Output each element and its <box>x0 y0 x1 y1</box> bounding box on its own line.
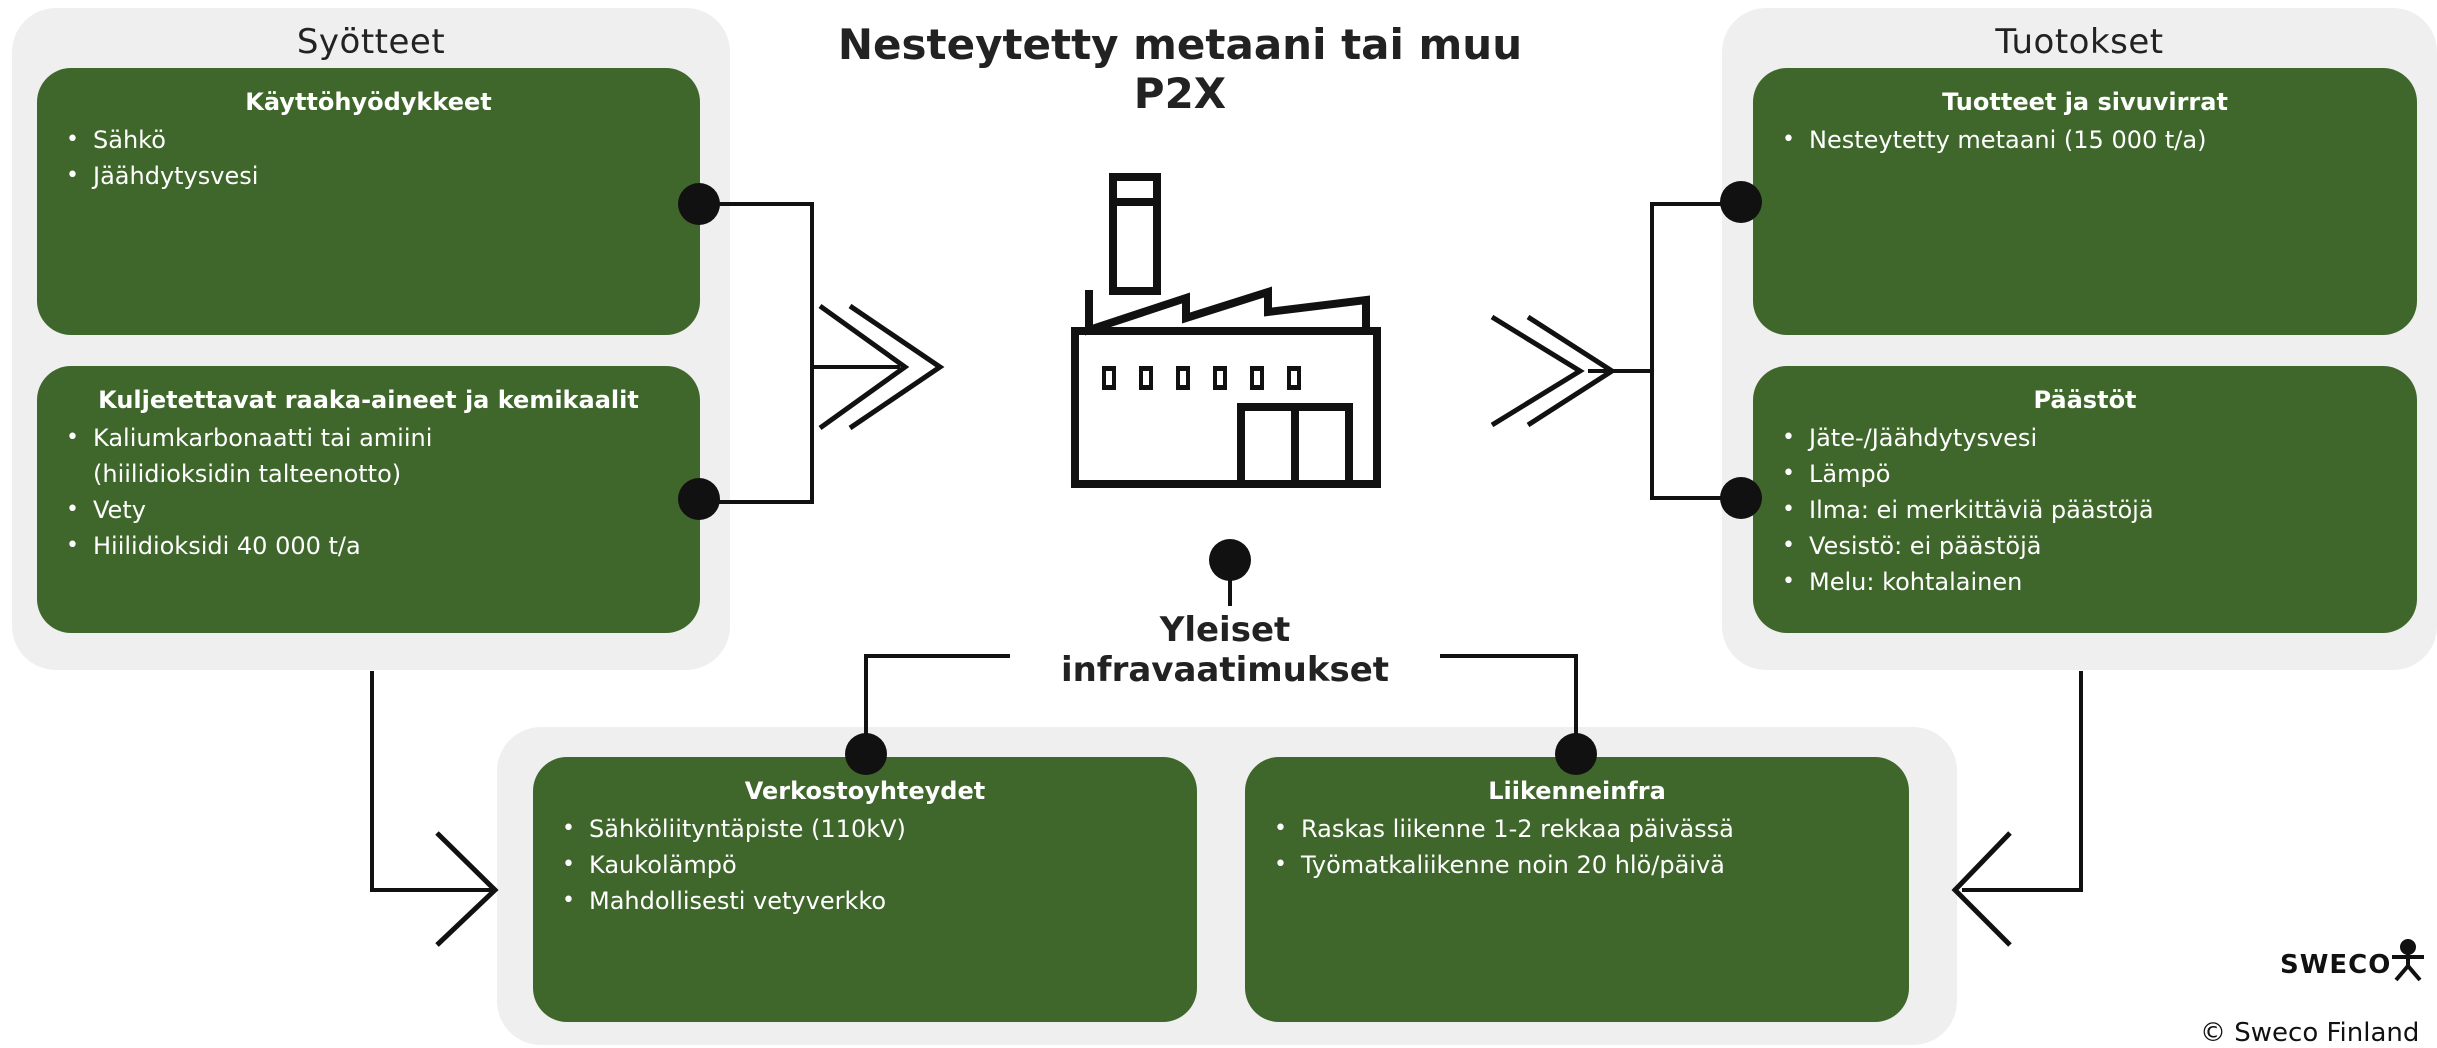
traffic-list: Raskas liikenne 1-2 rekkaa päivässä Työm… <box>1267 811 1887 883</box>
raw-materials-card: Kuljetettavat raaka-aineet ja kemikaalit… <box>37 366 700 633</box>
chevron-right-icon <box>1526 314 1617 428</box>
connector-dot <box>1209 539 1251 581</box>
list-item: Sähkö <box>66 122 678 158</box>
page-title: Nesteytetty metaani tai muu P2X <box>837 20 1523 118</box>
emissions-list: Jäte-/Jäähdytysvesi Lämpö Ilma: ei merki… <box>1775 420 2395 600</box>
sweco-logo-icon <box>2392 939 2424 982</box>
list-item: Lämpö <box>1782 456 2395 492</box>
list-item: Ilma: ei merkittäviä päästöjä <box>1782 492 2395 528</box>
connector-dot <box>1555 733 1597 775</box>
list-item: Vesistö: ei päästöjä <box>1782 528 2395 564</box>
list-item: Jäähdytysvesi <box>66 158 678 194</box>
list-item: Hiilidioksidi 40 000 t/a <box>66 528 678 564</box>
list-item: Raskas liikenne 1-2 rekkaa päivässä <box>1274 811 1887 847</box>
connector-dot <box>1720 181 1762 223</box>
emissions-title: Päästöt <box>2033 386 2137 414</box>
factory-window-cutouts <box>1106 371 1297 385</box>
list-item: Sähköliityntäpiste (110kV) <box>562 811 1175 847</box>
network-list: Sähköliityntäpiste (110kV) Kaukolämpö Ma… <box>555 811 1175 919</box>
infra-requirements-label: Yleiset infravaatimukset <box>1010 610 1440 690</box>
list-item: Melu: kohtalainen <box>1782 564 2395 600</box>
factory-icon <box>1071 173 1381 488</box>
input-connector-line <box>699 202 900 504</box>
right-flow-line <box>1962 671 2083 892</box>
network-card: Verkostoyhteydet Sähköliityntäpiste (110… <box>533 757 1197 1022</box>
chevron-right-icon <box>818 303 910 431</box>
raw-materials-title: Kuljetettavat raaka-aineet ja kemikaalit <box>98 386 639 414</box>
connector-dot <box>845 733 887 775</box>
chevron-right-icon <box>1490 314 1585 428</box>
list-item: Jäte-/Jäähdytysvesi <box>1782 420 2395 456</box>
list-item: Kaliumkarbonaatti tai amiini (hiilidioks… <box>66 420 678 492</box>
list-item: Työmatkaliikenne noin 20 hlö/päivä <box>1274 847 1887 883</box>
output-connector-line <box>1588 202 1741 500</box>
network-title: Verkostoyhteydet <box>744 777 986 805</box>
left-flow-line <box>370 671 492 892</box>
utilities-title: Käyttöhyödykkeet <box>245 88 492 116</box>
copyright-text: © Sweco Finland <box>2200 1018 2420 1048</box>
list-item: Vety <box>66 492 678 528</box>
traffic-title: Liikenneinfra <box>1488 777 1666 805</box>
emissions-card: Päästöt Jäte-/Jäähdytysvesi Lämpö Ilma: … <box>1753 366 2417 633</box>
arrow-head-icon <box>1951 831 2012 947</box>
factory-windows <box>1102 366 1301 390</box>
list-item: Mahdollisesti vetyverkko <box>562 883 1175 919</box>
products-card: Tuotteet ja sivuvirrat Nesteytetty metaa… <box>1753 68 2417 335</box>
outputs-title: Tuotokset <box>1995 22 2164 62</box>
products-title: Tuotteet ja sivuvirrat <box>1942 88 2228 116</box>
arrow-head-icon <box>435 831 499 947</box>
products-list: Nesteytetty metaani (15 000 t/a) <box>1775 122 2395 158</box>
list-item: Nesteytetty metaani (15 000 t/a) <box>1782 122 2395 158</box>
utilities-card: Käyttöhyödykkeet Sähkö Jäähdytysvesi <box>37 68 700 335</box>
connector-dot <box>678 478 720 520</box>
inputs-title: Syötteet <box>296 22 446 62</box>
traffic-card: Liikenneinfra Raskas liikenne 1-2 rekkaa… <box>1245 757 1909 1022</box>
connector-dot <box>1720 477 1762 519</box>
chevron-right-icon <box>848 303 945 431</box>
utilities-list: Sähkö Jäähdytysvesi <box>59 122 678 194</box>
sweco-logo: SWECO <box>2280 950 2392 980</box>
raw-materials-list: Kaliumkarbonaatti tai amiini (hiilidioks… <box>59 420 678 564</box>
list-item: Kaukolämpö <box>562 847 1175 883</box>
connector-dot <box>678 183 720 225</box>
